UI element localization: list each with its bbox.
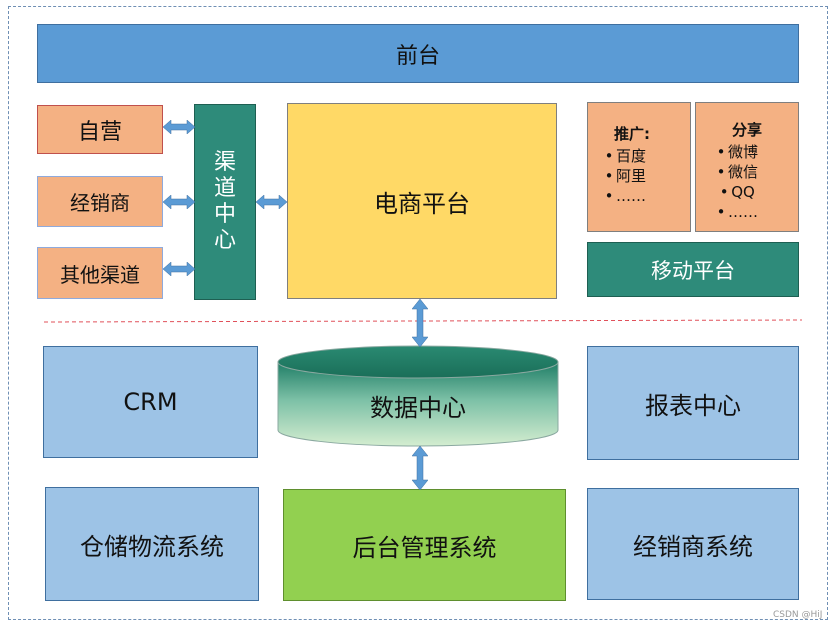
channel-other: 其他渠道 [37, 247, 163, 299]
mobile-label: 移动平台 [651, 258, 735, 283]
outer-frame [8, 6, 828, 620]
channel-center: 渠 道 中 心 [194, 104, 256, 300]
bullet: • [604, 167, 614, 185]
bullet: • [604, 187, 614, 205]
list-item-label: 微信 [728, 163, 759, 181]
channel-dealer: 经销商 [37, 176, 163, 227]
promotion-box: 推广: •百度 •阿里 •…… [587, 102, 691, 232]
promotion-title: 推广: [614, 125, 650, 143]
double-arrow-icon [163, 195, 195, 209]
promotion-list: •百度 •阿里 •…… [602, 146, 646, 206]
front-layer: 前台 [37, 24, 799, 83]
backend-management-box: 后台管理系统 [283, 489, 566, 601]
list-item: •阿里 [602, 166, 646, 186]
channel-label: 其他渠道 [60, 262, 140, 287]
bullet: • [719, 183, 729, 201]
report-center-label: 报表中心 [645, 391, 741, 420]
crm-label: CRM [123, 388, 178, 416]
ecommerce-platform: 电商平台 [287, 103, 557, 299]
bullet: • [716, 163, 726, 181]
list-item: •微信 [714, 162, 758, 182]
channel-center-char: 心 [213, 228, 236, 253]
bullet: • [604, 147, 614, 165]
vertical-double-arrow-icon [412, 446, 428, 490]
list-item-label: …… [616, 187, 646, 205]
list-item-label: 微博 [728, 143, 759, 161]
dealer-system-label: 经销商系统 [633, 532, 753, 561]
channel-label: 经销商 [70, 191, 130, 215]
double-arrow-icon [163, 120, 195, 134]
data-center-cylinder [277, 345, 559, 447]
mobile-platform: 移动平台 [587, 242, 799, 297]
list-item-label: QQ [731, 183, 755, 201]
list-item: •…… [602, 186, 646, 206]
channel-label: 自营 [77, 119, 122, 145]
vertical-double-arrow-icon [412, 299, 428, 347]
report-center-box: 报表中心 [587, 346, 799, 460]
list-item-label: 阿里 [616, 167, 647, 185]
channel-center-char: 渠 [213, 150, 236, 175]
share-list: •微博 •微信 •QQ •…… [714, 142, 758, 222]
list-item-label: …… [728, 203, 758, 221]
list-item: •QQ [714, 182, 758, 202]
list-item: •…… [714, 202, 758, 222]
backend-label: 后台管理系统 [352, 533, 497, 562]
list-item: •百度 [602, 146, 646, 166]
double-arrow-icon [256, 195, 287, 209]
share-title: 分享 [732, 121, 763, 139]
warehouse-label: 仓储物流系统 [80, 532, 224, 561]
list-item-label: 百度 [616, 147, 647, 165]
ecommerce-label: 电商平台 [374, 189, 470, 218]
list-item: •微博 [714, 142, 758, 162]
data-center-label: 数据中心 [370, 393, 466, 422]
bullet: • [716, 143, 726, 161]
double-arrow-icon [163, 262, 195, 276]
channel-self-operated: 自营 [37, 105, 163, 154]
channel-center-char: 道 [213, 176, 236, 201]
warehouse-logistics-box: 仓储物流系统 [45, 487, 259, 601]
channel-center-char: 中 [213, 202, 236, 227]
front-label: 前台 [395, 43, 440, 69]
crm-box: CRM [43, 346, 258, 458]
watermark: CSDN @HiJ [773, 610, 823, 620]
bullet: • [716, 203, 726, 221]
share-box: 分享 •微博 •微信 •QQ •…… [695, 102, 799, 232]
dealer-system-box: 经销商系统 [587, 488, 799, 600]
